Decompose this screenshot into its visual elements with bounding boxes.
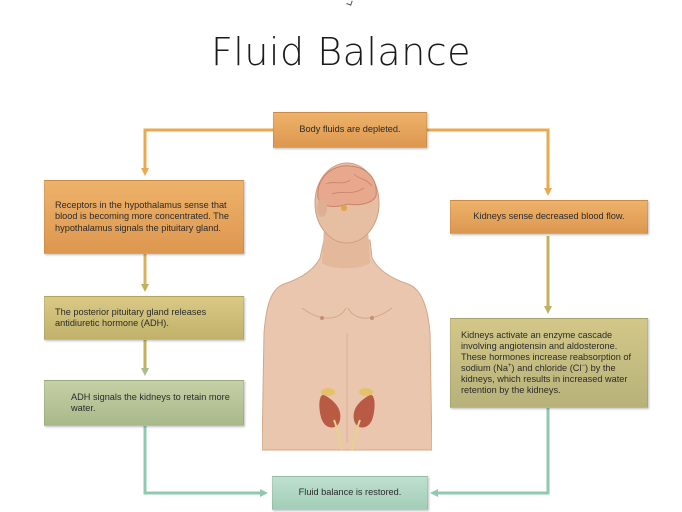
kidneys: [319, 388, 375, 451]
box-posterior-pituitary-text: The posterior pituitary gland releases a…: [55, 306, 207, 328]
box-adh-signals-text: ADH signals the kidneys to retain more w…: [71, 391, 230, 413]
box-kidneys-cascade-text: Kidneys activate an enzyme cascade invol…: [461, 329, 632, 396]
arrow-cascade-to-restored: [430, 408, 550, 497]
box-adh-signals: ADH signals the kidneys to retain more w…: [44, 380, 244, 426]
box-kidneys-sense: Kidneys sense decreased blood flow.: [450, 200, 648, 234]
box-hypothalamus-receptors-text: Receptors in the hypothalamus sense that…: [55, 200, 229, 233]
box-kidneys-cascade: Kidneys activate an enzyme cascade invol…: [450, 318, 648, 408]
arrow-depleted-to-receptors: [141, 128, 273, 176]
box-posterior-pituitary: The posterior pituitary gland releases a…: [44, 296, 244, 340]
page-title: Fluid Balance: [210, 30, 472, 74]
pituitary-gland: [341, 205, 347, 211]
box-body-fluids-depleted-text: Body fluids are depleted.: [299, 124, 401, 135]
box-fluid-balance-restored-text: Fluid balance is restored.: [298, 487, 402, 498]
box-kidneys-sense-text: Kidneys sense decreased blood flow.: [473, 211, 625, 222]
human-torso-illustration: [262, 162, 432, 451]
arrow-depleted-to-kidneys: [427, 128, 552, 196]
box-hypothalamus-receptors: Receptors in the hypothalamus sense that…: [44, 180, 244, 254]
box-fluid-balance-restored: Fluid balance is restored.: [272, 476, 428, 510]
arrow-adh-to-restored: [143, 426, 268, 497]
brain: [317, 165, 377, 207]
box-body-fluids-depleted: Body fluids are depleted.: [273, 112, 427, 148]
